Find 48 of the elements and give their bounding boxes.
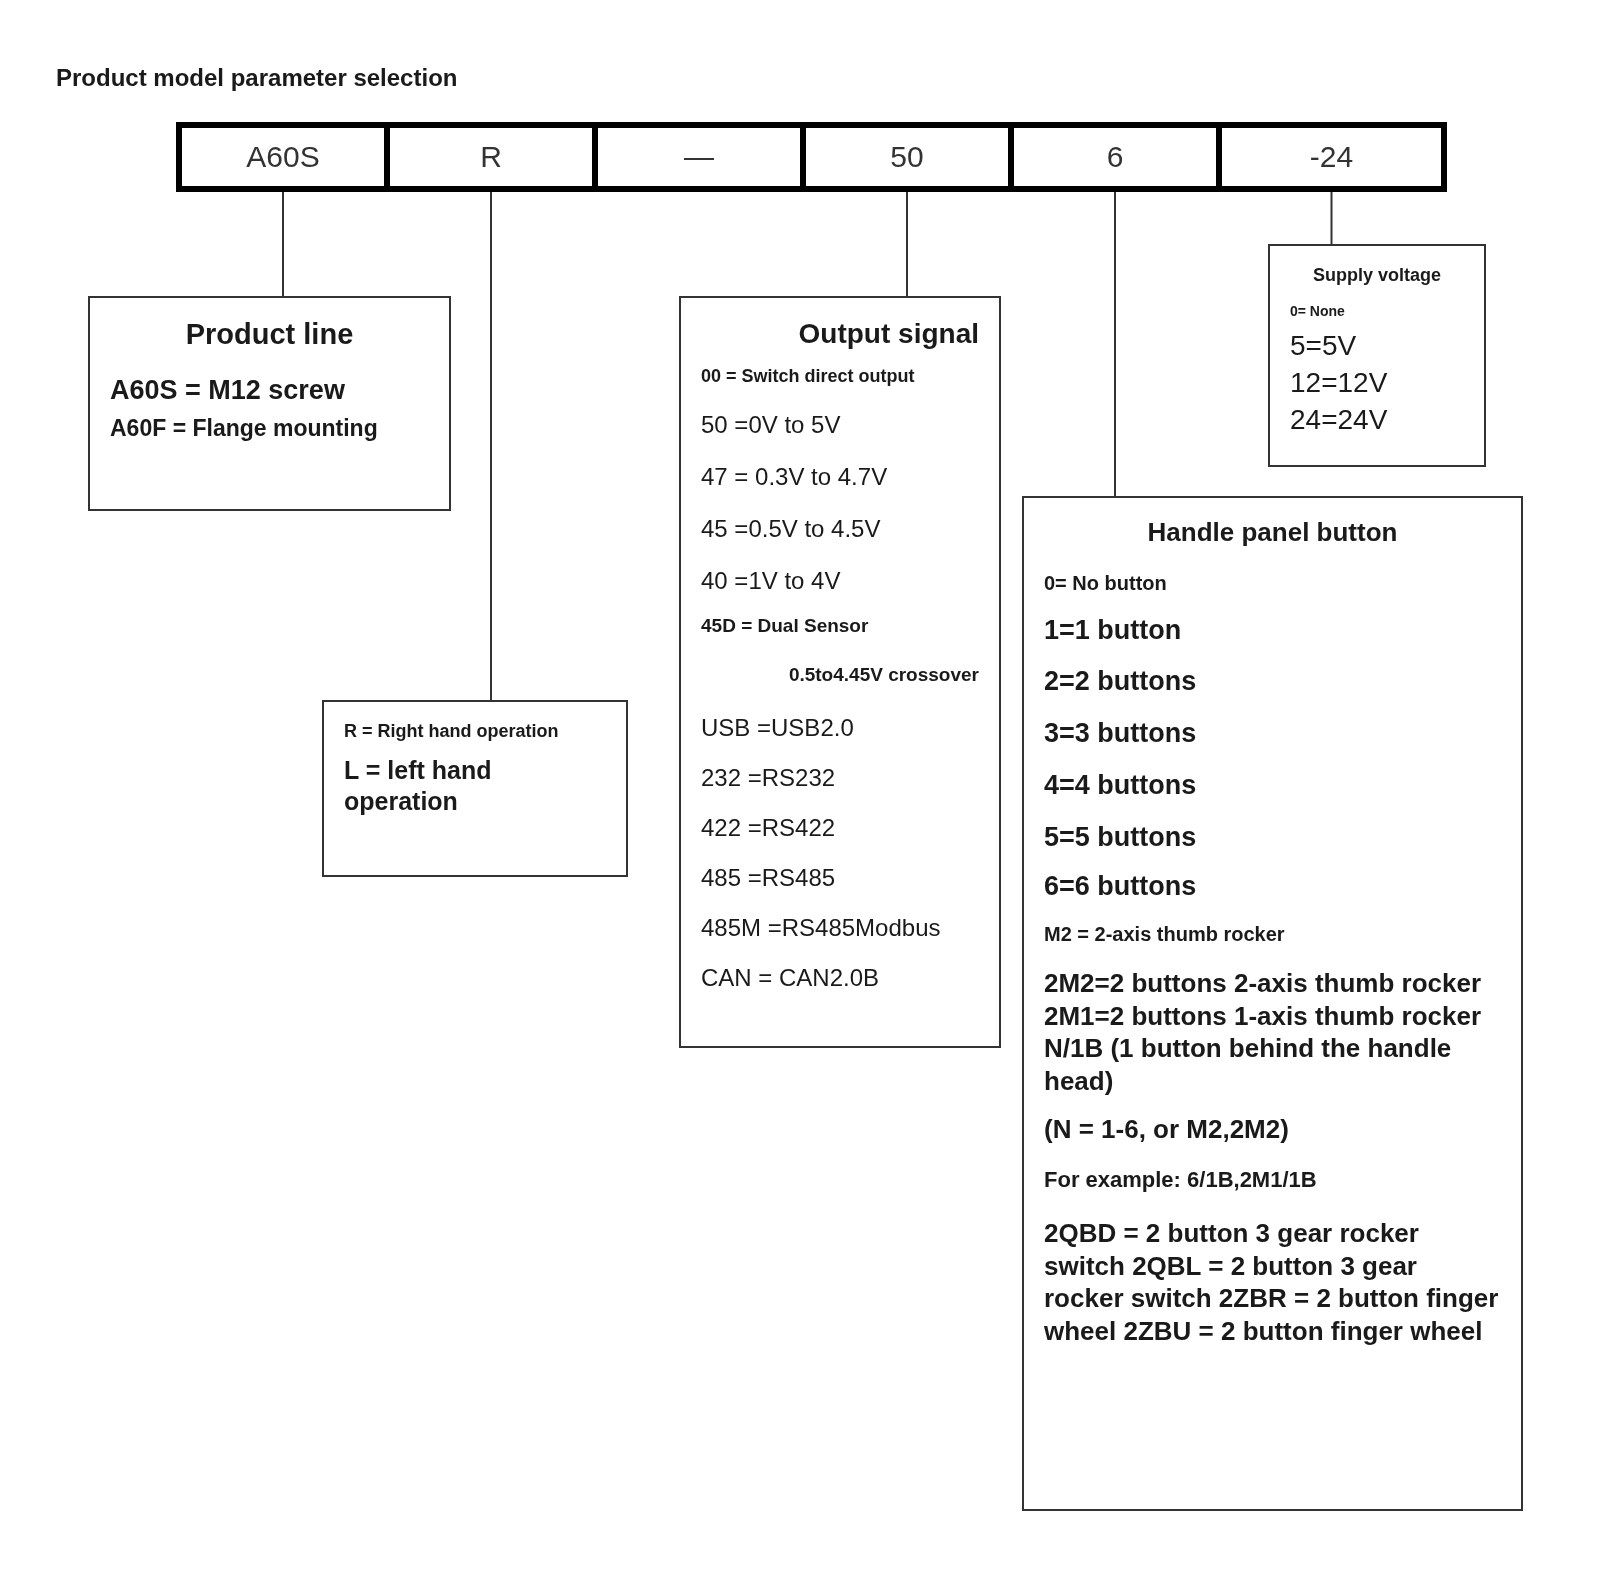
option-text: 24=24V (1290, 403, 1389, 437)
option-text: 12=12V (1290, 366, 1389, 400)
option-text: 47 = 0.3V to 4.7V (701, 461, 889, 492)
option-text: 2M2=2 buttons 2-axis thumb rocker 2M1=2 buttons 1-axis thumb rocker N/1B (1 button behind the handle head) (1044, 967, 1483, 1097)
description-box (1022, 496, 1523, 1511)
option-text: 6=6 buttons (1044, 870, 1198, 904)
option-text: 45 =0.5V to 4.5V (701, 513, 882, 544)
option-text: For example: 6/1B,2M1/1B (1044, 1165, 1318, 1193)
option-text: 3=3 buttons (1044, 717, 1198, 750)
option-text: A60F = Flange mounting (110, 414, 379, 443)
option-text: M2 = 2-axis thumb rocker (1044, 922, 1286, 947)
diagram-title: Product model parameter selection (56, 64, 458, 92)
option-text: CAN = CAN2.0B (701, 963, 881, 993)
box-heading: Product line (184, 317, 355, 352)
option-text: 485M =RS485Modbus (701, 913, 942, 943)
option-text: 4=4 buttons (1044, 768, 1198, 802)
option-text: 5=5 buttons (1044, 820, 1198, 854)
box-heading: Supply voltage (1312, 264, 1442, 287)
option-text: 485 =RS485 (701, 863, 837, 893)
connector-line (1114, 191, 1116, 497)
option-text: 0.5to4.45V crossover (787, 663, 979, 687)
description-box (322, 700, 628, 877)
connector-line (490, 191, 492, 701)
description-box (1268, 244, 1486, 467)
connector-line (1330, 191, 1333, 245)
option-text: 2=2 buttons (1044, 665, 1198, 699)
connector-line (906, 191, 908, 297)
option-text: 232 =RS232 (701, 763, 837, 793)
option-text: (N = 1-6, or M2,2M2) (1044, 1113, 1290, 1146)
option-text: 45D = Dual Sensor (701, 613, 870, 638)
option-text: 50 =0V to 5V (701, 409, 842, 440)
box-heading: Handle panel button (1146, 516, 1399, 549)
description-box (679, 296, 1001, 1048)
option-text: 00 = Switch direct output (701, 365, 916, 388)
option-text: 0= No button (1044, 570, 1168, 596)
box-heading: R = Right hand operation (344, 720, 560, 743)
option-text: 2QBD = 2 button 3 gear rocker switch 2QBL = 2 button 3 gear rocker switch 2ZBR = 2 button finger wheel 2ZBU = 2 button finger wheel (1044, 1217, 1500, 1347)
option-text: 1=1 button (1044, 613, 1183, 647)
description-box (88, 296, 451, 511)
option-text: 0= None (1290, 302, 1346, 320)
box-heading: Output signal (797, 317, 979, 351)
option-text: 5=5V (1290, 329, 1358, 363)
option-text: A60S = M12 screw (110, 374, 346, 408)
option-text: L = left hand operation (344, 754, 493, 817)
option-text: 40 =1V to 4V (701, 565, 842, 596)
option-text: USB =USB2.0 (701, 713, 855, 743)
connector-line (282, 191, 284, 297)
option-text: 422 =RS422 (701, 813, 837, 843)
